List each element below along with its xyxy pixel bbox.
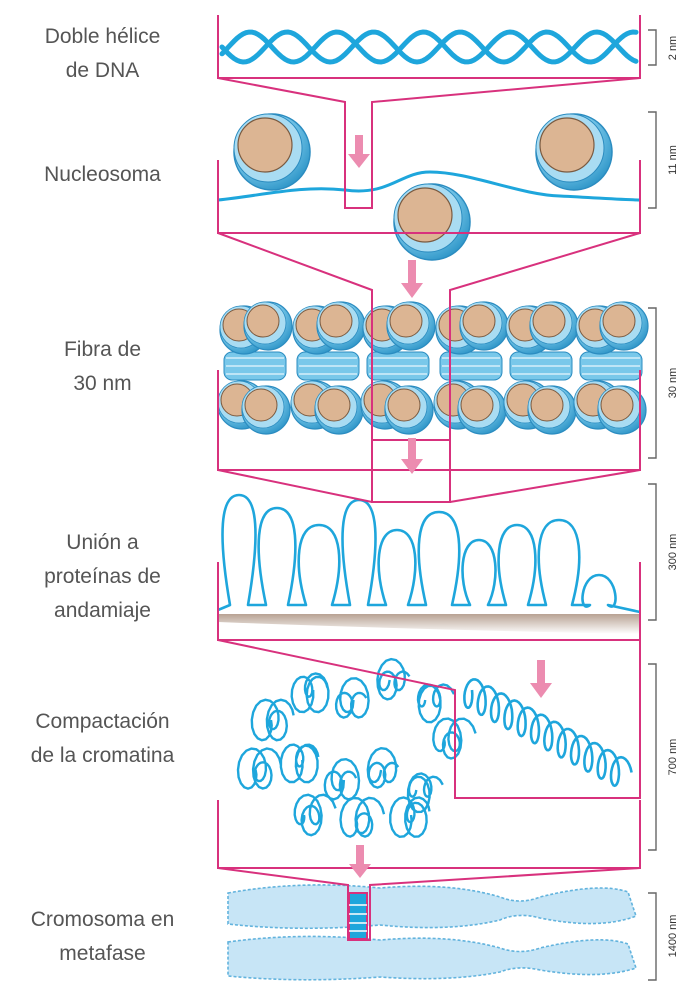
scale-label-30nm: 30 nm [667,368,679,399]
scale-bars [648,30,656,980]
chromatin-loops [218,495,640,612]
fiber-nucleosome [460,302,508,350]
arrow-down-icon [349,845,371,878]
chromatin-coil [390,798,429,837]
fiber-nucleosome [387,302,435,350]
chromatin-coil-extended [464,679,631,785]
fiber-nucleosome [528,386,576,434]
chromatin-coil [336,678,369,717]
chromatin-coil [341,798,385,837]
nucleosome-center [394,184,470,260]
fiber-nucleosome [458,386,506,434]
arrow-down-icon [401,260,423,298]
chromatin-coil [418,685,454,723]
fiber-nucleosome [317,302,365,350]
chromatin-coil [252,700,294,740]
fiber-nucleosome [315,386,363,434]
arrow-down-icon [348,135,370,168]
scale-label-300nm: 300 nm [667,534,679,571]
chromatin-coil [325,759,359,799]
scale-label-1400nm: 1400 nm [667,915,679,958]
dna-double-helix [222,32,636,62]
arrow-down-icon [401,438,423,474]
chromatid-lower [228,936,636,979]
fiber-30nm [218,302,648,434]
fiber-nucleosome [530,302,578,350]
chromatid-upper [228,885,636,928]
nucleosome-right [536,114,612,190]
fiber-nucleosome [244,302,292,350]
scale-label-2nm: 2 nm [667,36,679,60]
chromatin-coil [295,795,336,835]
fiber-nucleosome [242,386,290,434]
fiber-nucleosome [598,386,646,434]
chromatin-coil [238,749,281,789]
nucleosome-left [234,114,310,190]
fiber-nucleosome [385,386,433,434]
fiber-nucleosome [600,302,648,350]
scale-label-11nm: 11 nm [667,145,679,175]
chromatin-coil [368,748,399,787]
chromatin-coil [292,674,329,713]
chromatin-coil [281,745,318,783]
chromosome-highlight [349,893,367,939]
protein-scaffold [218,614,640,634]
scale-label-700nm: 700 nm [667,739,679,776]
compacted-chromatin [238,659,476,837]
arrow-down-icon [530,660,552,698]
